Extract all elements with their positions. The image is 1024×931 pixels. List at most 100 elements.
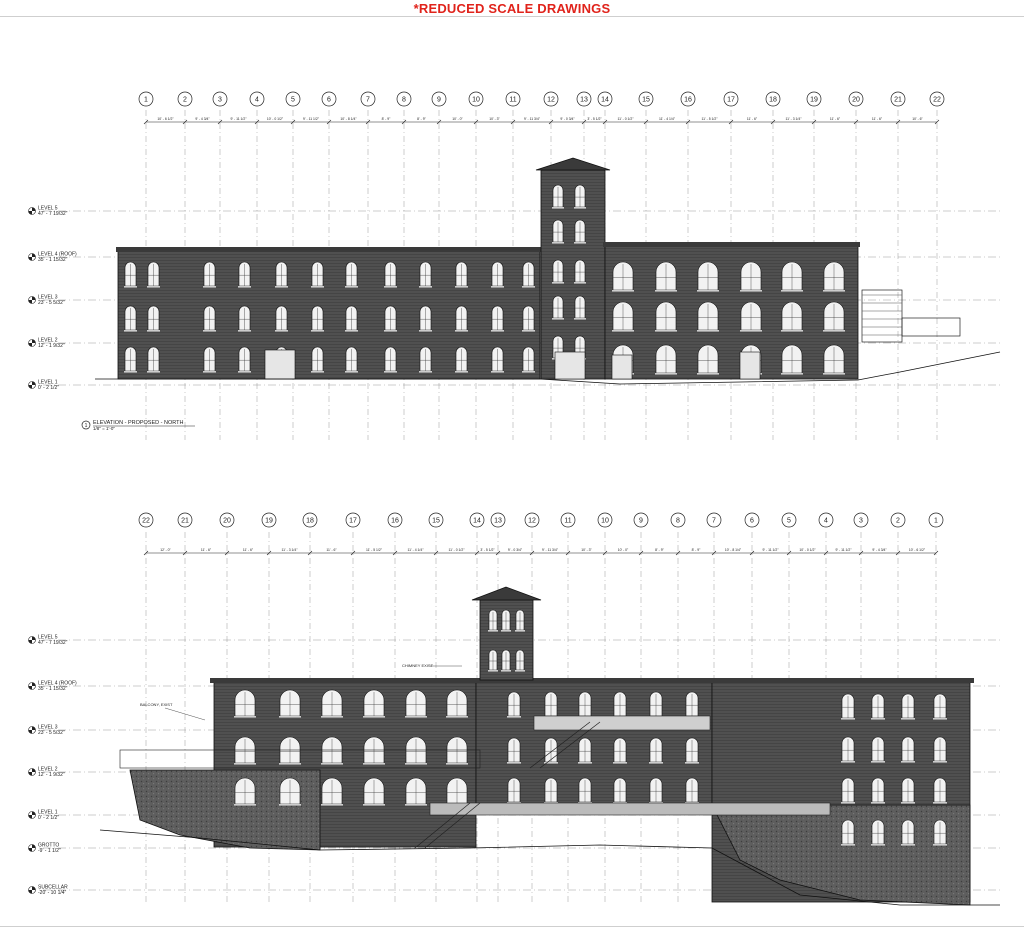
grid-label: 19 (265, 518, 273, 525)
grid-bubble (806, 91, 822, 107)
grid-bubble (670, 512, 686, 528)
dimension-text: 12' - 0" (160, 548, 171, 552)
north-building (95, 157, 1001, 385)
window-sill (124, 371, 137, 373)
level-name: LEVEL 2 (38, 767, 58, 773)
window (455, 305, 468, 332)
grid-label: 9 (639, 518, 643, 525)
window (781, 301, 803, 332)
window-sill (781, 373, 803, 375)
bottom-divider (0, 926, 1024, 927)
window (405, 736, 427, 765)
window-sill (697, 330, 719, 332)
window (823, 344, 845, 375)
dimension-tick (853, 119, 859, 125)
door (554, 351, 586, 380)
window (901, 777, 915, 804)
window-sill (515, 630, 525, 632)
dimension-tick (811, 119, 817, 125)
dimension-text: 9' - 4 3/4" (195, 117, 210, 121)
balcony-walkway (119, 749, 481, 769)
window-sill (574, 318, 586, 320)
window (501, 649, 511, 672)
dimension-text: 11' - 3 1/4" (282, 548, 299, 552)
window (507, 737, 521, 764)
window (124, 305, 137, 332)
north-ground-line (95, 351, 1001, 385)
window (740, 261, 762, 292)
window-sill (311, 371, 324, 373)
window (823, 301, 845, 332)
dimension-tick (143, 119, 149, 125)
grid-bubble (431, 91, 447, 107)
level-marker: LEVEL 10' - 2 1/2" (28, 810, 59, 821)
window-sill (279, 804, 301, 806)
level-marker: LEVEL 4 (ROOF)35' - 1 15/32" (28, 252, 77, 263)
level-marker: LEVEL 547' - 7 19/32" (28, 206, 68, 217)
window-sill (363, 716, 385, 718)
level-target-fill (28, 768, 36, 776)
window-sill (507, 716, 521, 718)
window-sill (841, 718, 855, 720)
window (823, 261, 845, 292)
window (552, 184, 564, 209)
window (522, 346, 535, 373)
window (552, 259, 564, 284)
window (488, 649, 498, 672)
dimension-tick (401, 119, 407, 125)
grid-bubble (177, 512, 193, 528)
dimension-tick (392, 550, 398, 556)
window-sill (321, 763, 343, 765)
window-sill (501, 630, 511, 632)
window (933, 777, 947, 804)
window-sill (655, 373, 677, 375)
reduced-scale-banner: *REDUCED SCALE DRAWINGS (0, 0, 1024, 16)
grid-bubble (345, 512, 361, 528)
window-sill (321, 716, 343, 718)
dimension-tick (749, 550, 755, 556)
level-elevation: 12' - 1 9/32" (38, 343, 65, 349)
grid-label: 9 (437, 97, 441, 104)
window (321, 736, 343, 765)
grid-label: 20 (852, 97, 860, 104)
window-sill (522, 286, 535, 288)
grid-bubble (212, 91, 228, 107)
window (279, 736, 301, 765)
grid-label: 10 (601, 518, 609, 525)
window-sill (740, 290, 762, 292)
grid-bubble (468, 91, 484, 107)
window-sill (823, 373, 845, 375)
dimension-tick (217, 119, 223, 125)
grid-bubble (177, 91, 193, 107)
window (238, 261, 251, 288)
dimension-tick (224, 550, 230, 556)
window (311, 305, 324, 332)
window (446, 689, 468, 718)
window (655, 344, 677, 375)
chimney-annotation: CHIMNEY EXIST (402, 663, 434, 668)
grid-label: 14 (601, 97, 609, 104)
window-sill (419, 286, 432, 288)
window-sill (275, 286, 288, 288)
top-divider (0, 16, 1024, 17)
dimension-text: 10' - 0" (618, 548, 629, 552)
window (203, 305, 216, 332)
window (501, 609, 511, 632)
window (544, 691, 558, 718)
window-sill (552, 318, 564, 320)
window (901, 693, 915, 720)
dimension-text: 11' - 6" (872, 117, 883, 121)
window-sill (933, 761, 947, 763)
grid-label: 3 (218, 97, 222, 104)
dimension-tick (495, 550, 501, 556)
east-stair (861, 289, 903, 343)
south-building (99, 586, 1000, 906)
grid-bubble (781, 512, 797, 528)
dimension-tick (433, 550, 439, 556)
window-sill (419, 330, 432, 332)
dimension-tick (474, 550, 480, 556)
level-elevation: 47' - 7 19/32" (38, 640, 68, 646)
window (578, 737, 592, 764)
window-sill (933, 718, 947, 720)
